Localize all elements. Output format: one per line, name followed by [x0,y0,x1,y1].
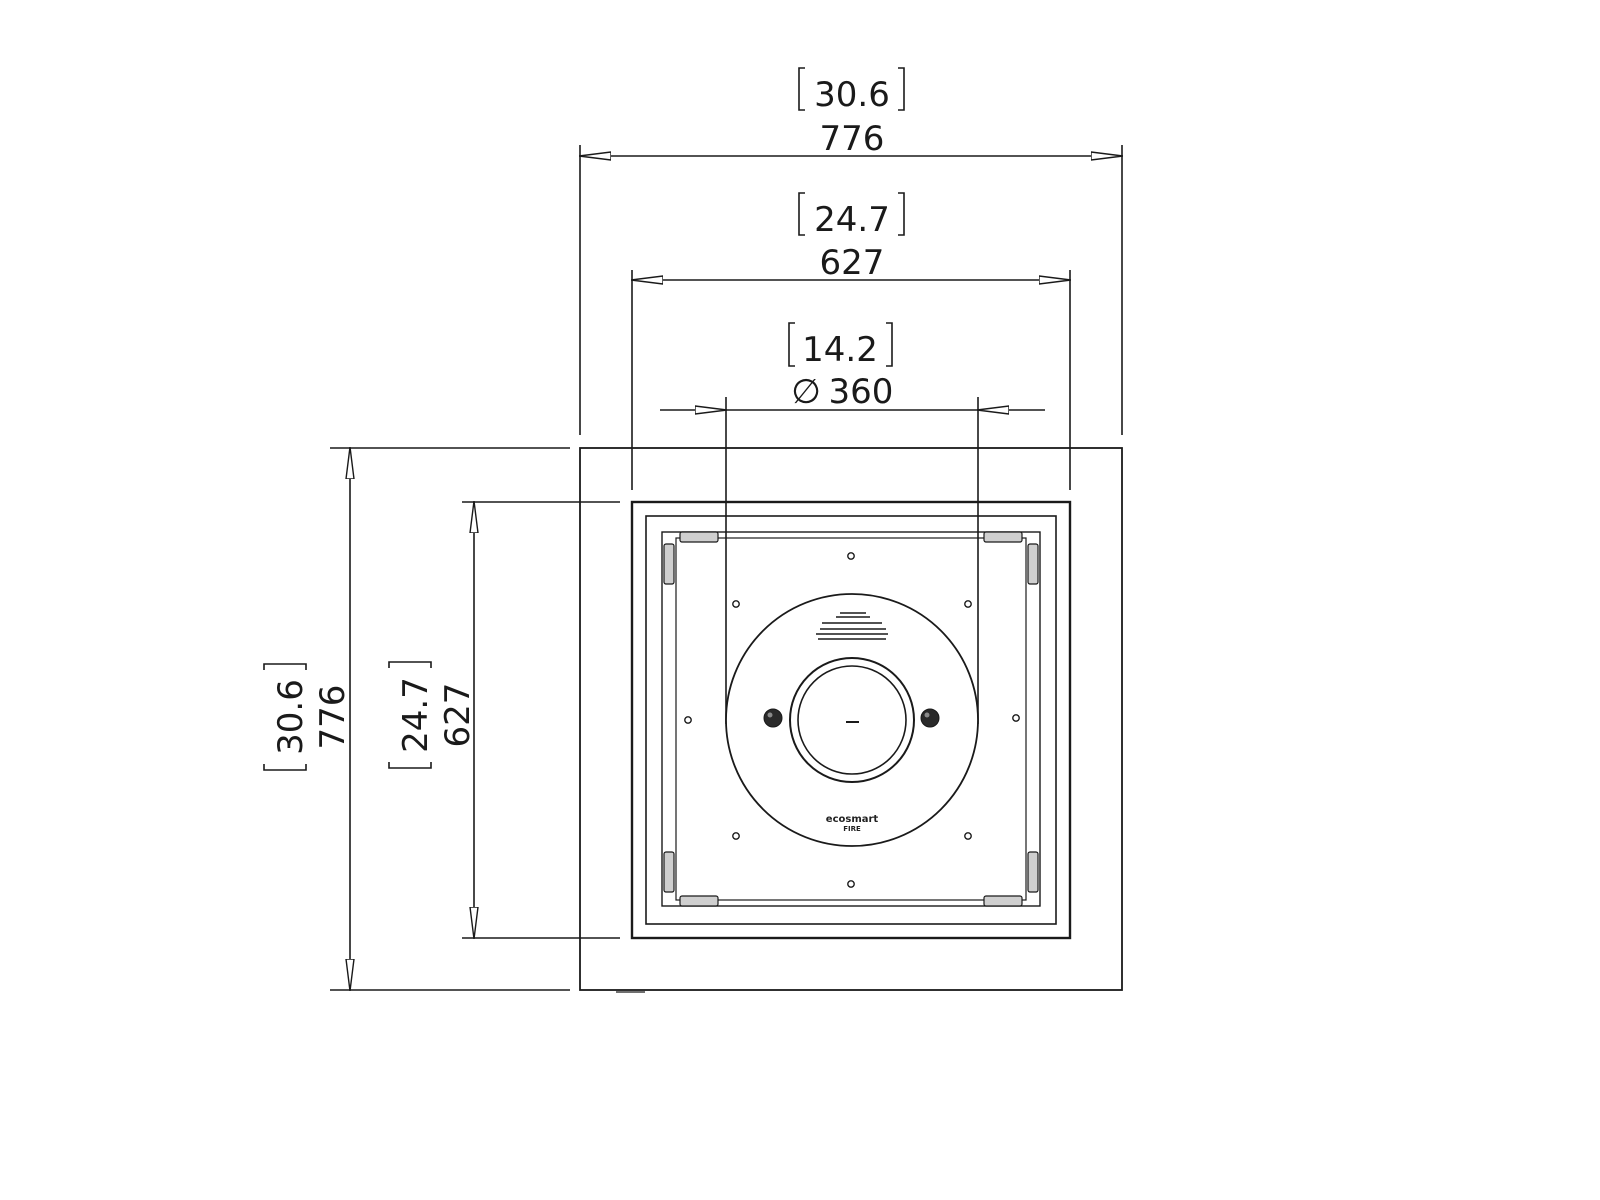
screw-hole [684,716,692,724]
inner-width-imperial: 24.7 [814,200,890,240]
burner-diameter-dimension [660,397,1045,724]
overall-depth-imperial: 30.6 [271,679,311,755]
overall-width-imperial: 30.6 [814,75,890,115]
screw-hole [732,600,740,608]
bracket-left [263,764,307,771]
burner-diameter-metric: 360 [829,372,894,412]
overall-width-label: 30.6 776 [798,67,905,159]
bracket-left [798,192,805,236]
bracket-left [788,322,795,367]
corner-clip-bottom-right-h [983,895,1023,907]
inner-width-label: 24.7 627 [798,192,905,283]
inner-width-metric: 627 [820,243,885,283]
knob-right-highlight [924,712,930,718]
bracket-right [388,661,432,668]
diameter-symbol: ∅ [791,372,821,412]
burner-logo-sub: FIRE [843,825,861,833]
outer-body [579,447,1123,991]
bracket-left [388,762,432,769]
fire-table-outline [579,447,1123,993]
burner-diameter-label: 14.2 ∅ 360 [788,322,894,412]
screw-hole [964,600,972,608]
corner-clip-top-left-v [663,543,675,585]
knob-right-icon [920,708,940,728]
overall-width-metric: 776 [820,119,885,159]
bracket-right [886,322,893,367]
screw-hole [1012,714,1020,722]
inner-depth-label: 24.7 627 [388,661,478,769]
burner-tray-inner [675,537,1027,901]
corner-clips [663,531,1039,907]
bracket-left [798,67,805,111]
overall-width-dimension [580,145,1122,435]
inner-depth-metric: 627 [438,683,478,748]
burner: ecosmart FIRE [725,593,979,847]
overall-depth-label: 30.6 776 [263,663,353,771]
corner-clip-bottom-left-h [679,895,719,907]
burner-tray-outer [661,531,1041,907]
top-recess-outer [630,500,1072,940]
warning-label-icon [816,612,888,640]
screw-hole [964,832,972,840]
corner-clip-bottom-left-v [663,851,675,893]
screw-holes [684,552,1020,888]
bracket-right [898,192,905,236]
bracket-right [898,67,905,111]
corner-clip-top-right-h [983,531,1023,543]
top-recess-inner [645,515,1057,925]
overall-depth-dimension [330,448,570,990]
inner-depth-dimension [462,502,620,938]
burner-diameter-imperial: 14.2 [802,330,878,370]
inner-width-dimension [632,270,1070,490]
overall-depth-metric: 776 [313,685,353,750]
screw-hole [847,880,855,888]
corner-clip-top-right-v [1027,543,1039,585]
bracket-right [263,663,307,670]
burner-opening-inner [797,665,907,775]
corner-clip-bottom-right-v [1027,851,1039,893]
burner-logo: ecosmart [826,814,879,825]
inner-depth-imperial: 24.7 [396,677,436,753]
knob-left-icon [763,708,783,728]
screw-hole [732,832,740,840]
screw-hole [847,552,855,560]
knob-left-highlight [767,712,773,718]
corner-clip-top-left-h [679,531,719,543]
